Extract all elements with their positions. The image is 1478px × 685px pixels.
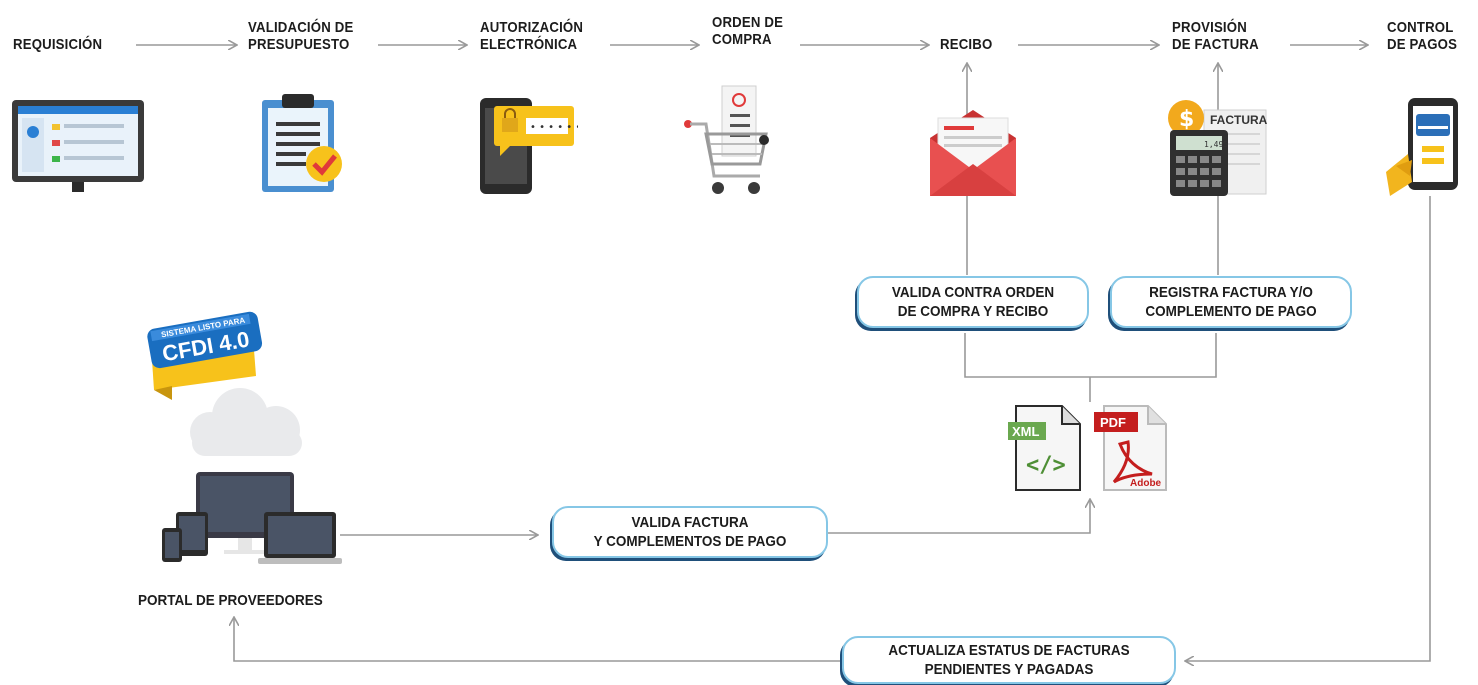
step-control: CONTROL DE PAGOS (1387, 19, 1457, 53)
invoice-label: FACTURA (1210, 113, 1268, 127)
pdf-label: PDF (1100, 415, 1126, 430)
step-label: PROVISIÓN (1172, 19, 1247, 36)
step-label: REQUISICIÓN (13, 36, 103, 53)
step-validacion: VALIDACIÓN DE PRESUPUESTO (248, 19, 353, 53)
clipboard-check-icon (262, 94, 342, 192)
box-line: DE COMPRA Y RECIBO (897, 303, 1049, 320)
step-provision: PROVISIÓN DE FACTURA (1172, 19, 1259, 53)
xml-code: </> (1026, 453, 1066, 478)
box-valida-factura: VALIDA FACTURA Y COMPLEMENTOS DE PAGO (552, 506, 828, 558)
box-line: VALIDA CONTRA ORDEN (891, 284, 1055, 301)
arrow-actualiza-portal (234, 618, 842, 662)
calculator-invoice-icon: FACTURA $ 1,495 (1168, 100, 1268, 196)
box-registra-factura: REGISTRA FACTURA Y/O COMPLEMENTO DE PAGO (1110, 276, 1352, 328)
arrow-valida-files (828, 500, 1090, 534)
cfdi-badge: SISTEMA LISTO PARA CFDI 4.0 (147, 311, 263, 400)
xml-label: XML (1012, 424, 1040, 439)
arrow-control-actualiza (1186, 196, 1431, 661)
box-line: ACTUALIZA ESTATUS DE FACTURAS (888, 642, 1130, 659)
box-line: VALIDA FACTURA (631, 514, 749, 531)
box-line: PENDIENTES Y PAGADAS (924, 661, 1094, 678)
box-actualiza-estatus: ACTUALIZA ESTATUS DE FACTURAS PENDIENTES… (842, 636, 1176, 684)
portal-label: PORTAL DE PROVEEDORES (138, 592, 323, 609)
devices-icon (162, 472, 342, 564)
step-label: VALIDACIÓN DE (248, 19, 354, 36)
step-label: ELECTRÓNICA (480, 36, 578, 53)
step-label: PRESUPUESTO (248, 36, 350, 53)
box-line: REGISTRA FACTURA Y/O (1149, 284, 1313, 301)
envelope-receipt-icon (930, 110, 1016, 196)
step-label: DE FACTURA (1172, 36, 1259, 53)
step-label: CONTROL (1387, 19, 1454, 36)
step-autorizacion: AUTORIZACIÓN ELECTRÓNICA (480, 19, 583, 53)
calc-display: 1,495 (1204, 140, 1228, 149)
svg-text:$: $ (1179, 107, 1194, 132)
box-line: Y COMPLEMENTOS DE PAGO (593, 533, 787, 550)
step-requisicion: REQUISICIÓN (13, 36, 102, 53)
phone-payment-icon (1386, 98, 1458, 196)
pdf-file-icon: PDF Adobe (1094, 405, 1167, 491)
svg-text:• • • • • •: • • • • • • (530, 122, 578, 133)
step-orden: ORDEN DE COMPRA (712, 14, 783, 48)
shopping-cart-icon (684, 85, 769, 194)
step-label: DE PAGOS (1387, 36, 1458, 53)
bracket-boxes (964, 333, 1217, 378)
monitor-icon (12, 100, 144, 192)
step-label: AUTORIZACIÓN (480, 19, 584, 36)
xml-file-icon: XML </> (1008, 405, 1081, 491)
box-line: COMPLEMENTO DE PAGO (1145, 303, 1317, 320)
step-recibo: RECIBO (940, 36, 992, 53)
phone-lock-icon: • • • • • • (480, 98, 578, 194)
cloud-icon (190, 388, 302, 456)
step-label: RECIBO (940, 36, 993, 53)
box-valida-orden: VALIDA CONTRA ORDEN DE COMPRA Y RECIBO (857, 276, 1089, 328)
step-label: COMPRA (712, 31, 772, 48)
step-label: ORDEN DE (712, 14, 784, 31)
adobe-label: Adobe (1130, 478, 1162, 489)
